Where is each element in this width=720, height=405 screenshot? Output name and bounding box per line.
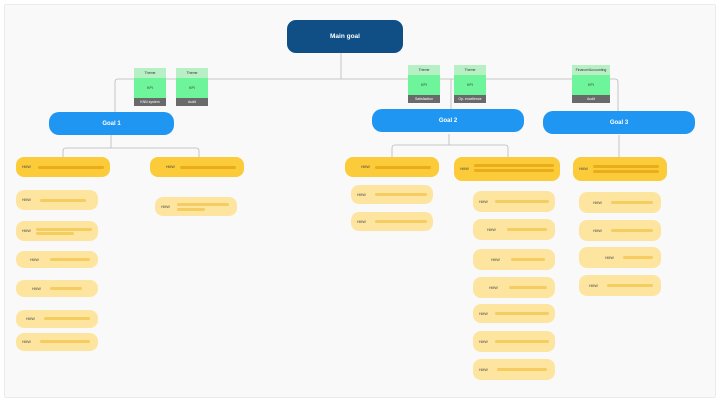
hmw-label: HMW xyxy=(489,285,498,290)
hmw-header-g1a[interactable]: HMW xyxy=(16,157,110,177)
kpi-label: KPI xyxy=(176,78,208,98)
hmw-header-g2a[interactable]: HMW xyxy=(345,157,439,177)
goal-3-node[interactable]: Goal 3 xyxy=(543,111,695,134)
kpi-card-finance[interactable]: Finance/Accounting KPI Audit xyxy=(572,65,610,103)
kpi-card-knn[interactable]: Theme KPI KNN system xyxy=(134,68,166,106)
main-goal-label: Main goal xyxy=(330,33,360,40)
hmw-label: HMW xyxy=(491,257,500,262)
hmw-item[interactable]: HMW xyxy=(16,280,98,297)
kpi-theme: Finance/Accounting xyxy=(572,65,610,75)
hmw-item[interactable]: HMW xyxy=(16,333,98,351)
hmw-label: HMW xyxy=(30,257,39,262)
hmw-label: HMW xyxy=(579,167,588,171)
kpi-metric: Audit xyxy=(176,98,208,106)
hmw-label: HMW xyxy=(361,165,370,169)
kpi-theme: Theme xyxy=(176,68,208,78)
goal-label: Goal 3 xyxy=(609,119,629,126)
connector-lines xyxy=(62,49,620,158)
hmw-label: HMW xyxy=(161,204,170,209)
hmw-item[interactable]: HMW xyxy=(473,191,555,212)
hmw-label: HMW xyxy=(26,317,35,321)
kpi-theme: Theme xyxy=(408,65,440,75)
kpi-metric: Satisfaction xyxy=(408,95,440,103)
goal-2-node[interactable]: Goal 2 xyxy=(372,109,524,132)
hmw-label: HMW xyxy=(22,198,31,202)
kpi-theme: Theme xyxy=(134,68,166,78)
hmw-item[interactable]: HMW xyxy=(473,304,555,323)
kpi-label: KPI xyxy=(408,75,440,95)
goal-label: Goal 2 xyxy=(438,117,458,124)
main-goal-node[interactable]: Main goal xyxy=(287,20,403,53)
hmw-item[interactable]: HMW xyxy=(473,277,555,298)
hmw-label: HMW xyxy=(460,167,469,171)
hmw-label: HMW xyxy=(22,229,31,233)
hmw-header-g3[interactable]: HMW xyxy=(573,157,667,181)
kpi-card-satisfaction[interactable]: Theme KPI Satisfaction xyxy=(408,65,440,103)
hmw-label: HMW xyxy=(589,283,598,288)
hmw-item[interactable]: HMW xyxy=(579,247,661,268)
hmw-label: HMW xyxy=(479,311,488,316)
hmw-item[interactable]: HMW xyxy=(473,249,555,270)
hmw-item[interactable]: HMW xyxy=(473,359,555,380)
hmw-item[interactable]: HMW xyxy=(579,220,661,241)
hmw-label: HMW xyxy=(593,228,602,233)
hmw-label: HMW xyxy=(357,219,366,224)
hmw-header-g1b[interactable]: HMW xyxy=(150,157,244,177)
hmw-item[interactable]: HMW xyxy=(473,331,555,352)
hmw-item[interactable]: HMW xyxy=(16,190,98,210)
hmw-item[interactable]: HMW xyxy=(155,197,237,216)
hmw-item[interactable]: HMW xyxy=(579,275,661,296)
connector-bus xyxy=(114,78,619,114)
kpi-card-audit[interactable]: Theme KPI Audit xyxy=(176,68,208,106)
hmw-item[interactable]: HMW xyxy=(473,219,555,240)
kpi-label: KPI xyxy=(134,78,166,98)
hmw-label: HMW xyxy=(22,165,31,169)
hmw-label: HMW xyxy=(479,199,488,204)
hmw-item[interactable]: HMW xyxy=(351,185,433,204)
hmw-label: HMW xyxy=(487,227,496,232)
kpi-metric: Op. excellence xyxy=(454,95,486,103)
hmw-label: HMW xyxy=(593,200,602,205)
hmw-label: HMW xyxy=(479,367,488,372)
hmw-item[interactable]: HMW xyxy=(351,212,433,231)
goal-label: Goal 1 xyxy=(102,120,121,127)
hmw-label: HMW xyxy=(22,340,31,344)
kpi-theme: Theme xyxy=(454,65,486,75)
hmw-label: HMW xyxy=(605,255,614,260)
hmw-header-g2b[interactable]: HMW xyxy=(454,157,560,181)
kpi-label: KPI xyxy=(454,75,486,95)
hmw-label: HMW xyxy=(357,192,366,197)
kpi-label: KPI xyxy=(572,75,610,95)
hmw-item[interactable]: HMW xyxy=(579,192,661,213)
kpi-card-op-excellence[interactable]: Theme KPI Op. excellence xyxy=(454,65,486,103)
goal-1-node[interactable]: Goal 1 xyxy=(49,112,174,135)
hmw-item[interactable]: HMW xyxy=(16,251,98,268)
kpi-metric: Audit xyxy=(572,95,610,103)
hmw-label: HMW xyxy=(166,165,175,169)
whiteboard-canvas[interactable]: Main goal Theme KPI KNN system Theme KPI… xyxy=(4,4,716,398)
hmw-item[interactable]: HMW xyxy=(16,221,98,241)
hmw-label: HMW xyxy=(32,286,41,291)
hmw-label: HMW xyxy=(479,339,488,344)
kpi-metric: KNN system xyxy=(134,98,166,106)
hmw-item[interactable]: HMW xyxy=(16,310,98,328)
